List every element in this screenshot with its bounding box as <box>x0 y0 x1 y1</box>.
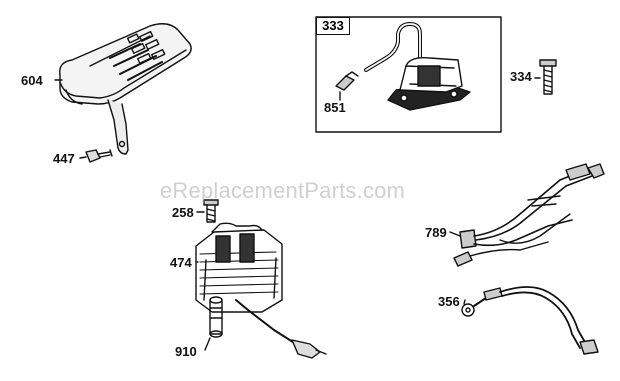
watermark-text: eReplacementParts.com <box>160 178 406 203</box>
ignition-coil-333-part <box>364 22 471 111</box>
armature-474-part <box>195 222 327 359</box>
part-label-333: 333 <box>316 17 350 35</box>
wire-harness-789-part <box>453 163 605 267</box>
part-label-789: 789 <box>425 225 447 240</box>
leader-789 <box>449 231 461 237</box>
part-label-604: 604 <box>21 73 43 88</box>
ground-wire-356-part <box>461 286 599 355</box>
part-label-447: 447 <box>53 151 75 166</box>
part-label-356: 356 <box>438 294 460 309</box>
screw-447-part <box>85 149 113 163</box>
screw-334-part <box>539 59 557 95</box>
leader-447 <box>79 156 87 159</box>
part-label-334: 334 <box>510 69 532 84</box>
connector-851-part <box>335 71 359 91</box>
cover-shroud-part <box>59 23 192 155</box>
part-label-474: 474 <box>170 255 192 270</box>
leader-356 <box>463 299 466 305</box>
part-label-258: 258 <box>172 205 194 220</box>
part-label-910: 910 <box>175 344 197 359</box>
standoff-910-part <box>209 296 223 338</box>
leader-910 <box>204 337 211 351</box>
part-label-851: 851 <box>324 100 346 115</box>
inset-frame <box>315 16 502 133</box>
screw-258-part <box>203 199 219 223</box>
